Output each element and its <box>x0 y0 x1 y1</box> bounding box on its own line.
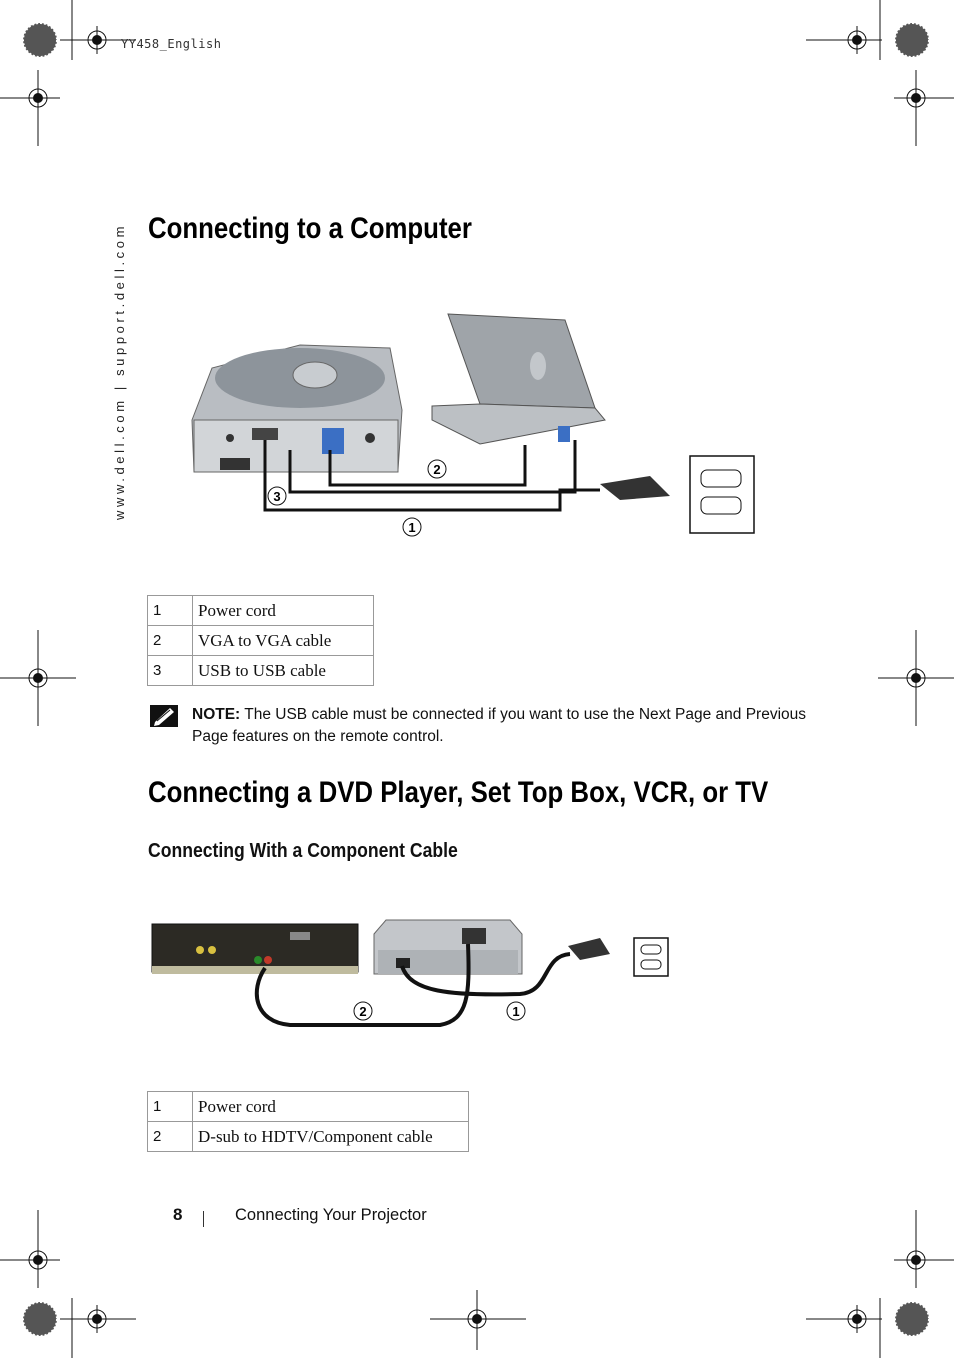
callout-3: 3 <box>267 486 287 506</box>
wall-outlet-image <box>689 455 755 534</box>
dvd-player-image <box>151 923 359 974</box>
wall-outlet-image-2 <box>633 937 669 977</box>
job-slug: YY458_English <box>121 37 222 51</box>
projector-image-2 <box>373 919 523 975</box>
laptop-image <box>431 313 606 445</box>
note-label: NOTE: <box>192 706 241 723</box>
subsection-title-component: Connecting With a Component Cable <box>148 840 458 862</box>
section-title-computer: Connecting to a Computer <box>148 212 472 245</box>
side-url: www.dell.com | support.dell.com <box>112 222 127 520</box>
pencil-note-icon <box>150 705 178 727</box>
svg-text:1: 1 <box>408 520 415 535</box>
note-text: The USB cable must be connected if you w… <box>192 706 807 745</box>
footer-chapter-title: Connecting Your Projector <box>235 1206 427 1224</box>
section-title-dvd: Connecting a DVD Player, Set Top Box, VC… <box>148 776 769 809</box>
footer-divider <box>203 1211 204 1227</box>
svg-text:3: 3 <box>273 489 280 504</box>
svg-text:2: 2 <box>433 462 440 477</box>
svg-text:2: 2 <box>359 1004 366 1019</box>
figure-component-connection: 1 2 <box>151 919 669 1027</box>
callout-1: 1 <box>402 517 422 537</box>
figure-computer-connection: 1 2 3 <box>191 313 755 537</box>
callout-2-fig2: 2 <box>353 1001 373 1021</box>
callout-1-fig2: 1 <box>506 1001 526 1021</box>
svg-text:1: 1 <box>512 1004 519 1019</box>
callout-2: 2 <box>427 459 447 479</box>
projector-image <box>191 344 403 473</box>
page-number: 8 <box>173 1205 183 1224</box>
